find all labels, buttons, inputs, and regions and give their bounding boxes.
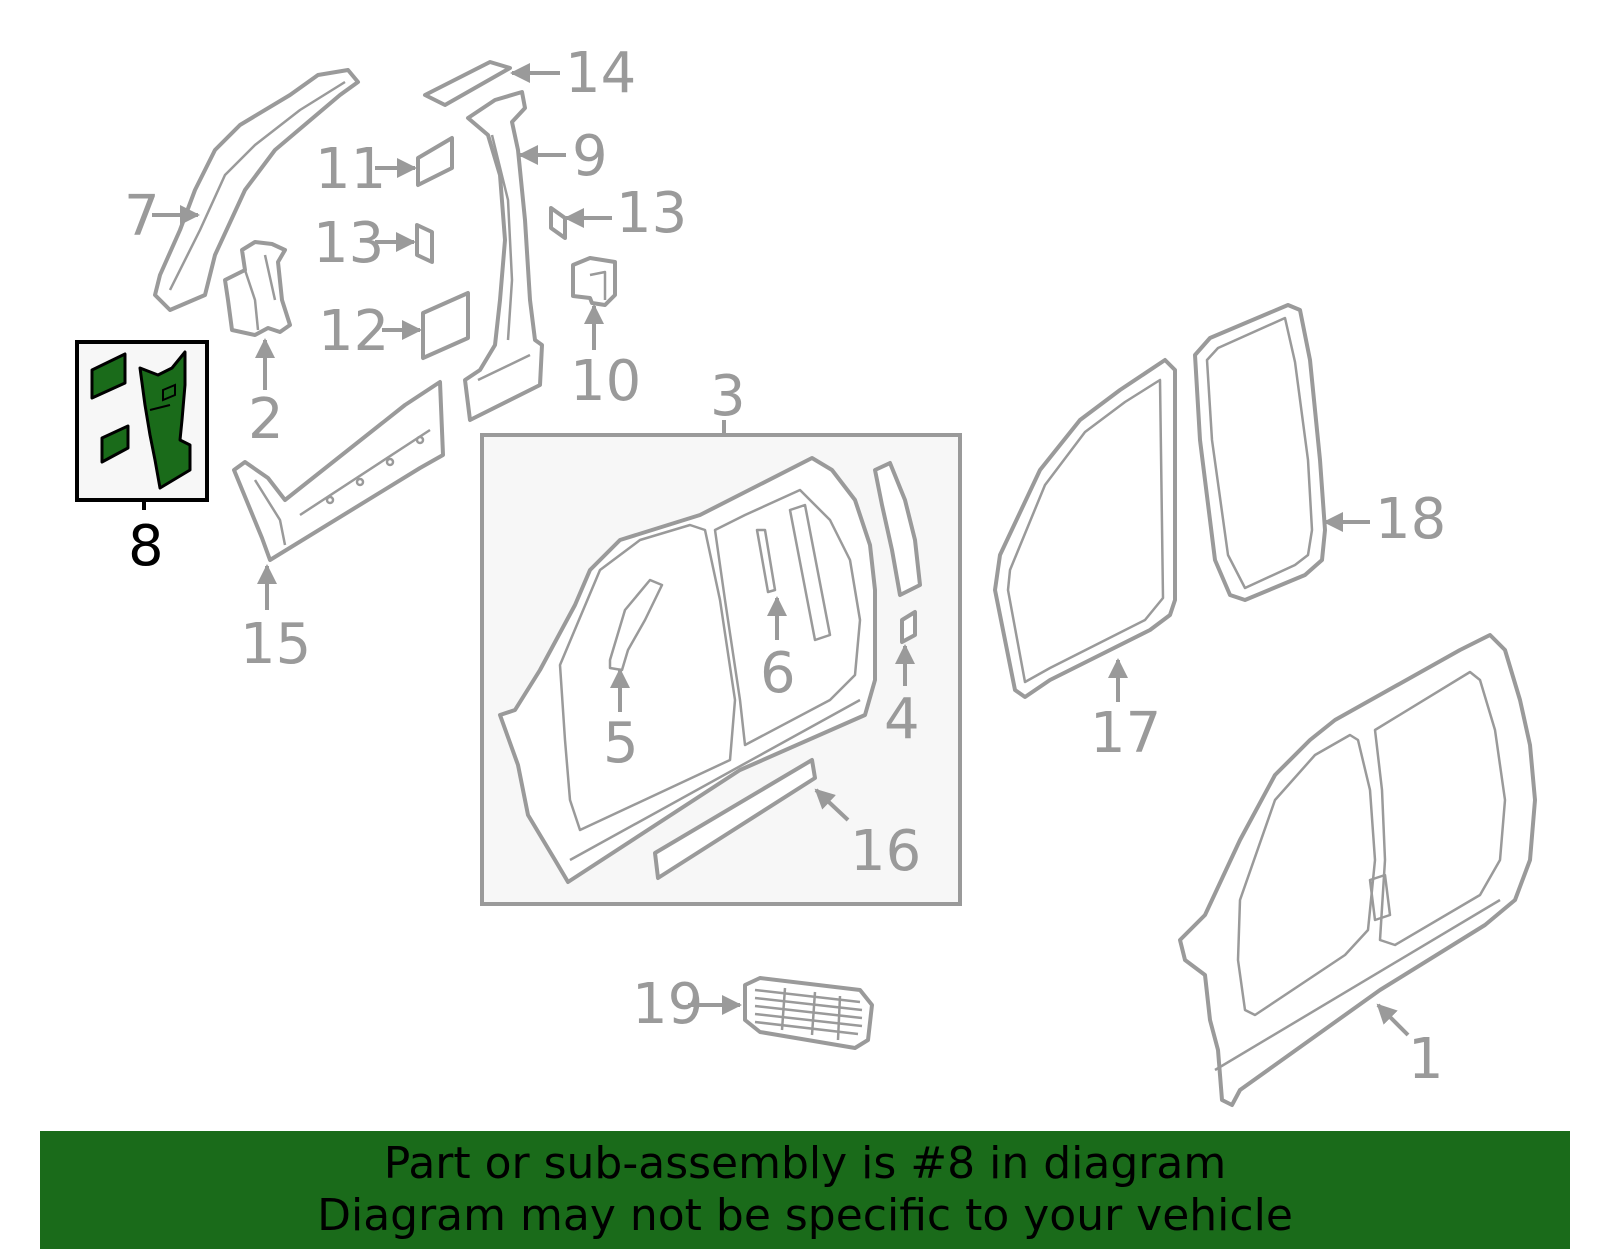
callout-2[interactable]: 2	[248, 387, 284, 452]
callout-18[interactable]: 18	[1375, 487, 1446, 552]
callout-4[interactable]: 4	[884, 687, 920, 752]
callout-10[interactable]: 10	[570, 349, 641, 414]
part-18-door-seal[interactable]	[1193, 303, 1327, 602]
banner-line-disclaimer: Diagram may not be specific to your vehi…	[317, 1190, 1293, 1241]
part-7-roof-rail[interactable]	[153, 68, 360, 312]
callout-6[interactable]: 6	[760, 641, 796, 706]
callout-1[interactable]: 1	[1408, 1027, 1444, 1092]
part-3-inner-panel	[498, 456, 877, 884]
part-8-reinforcement	[138, 350, 192, 490]
callout-7[interactable]: 7	[124, 184, 160, 249]
banner-line-selected-part: Part or sub-assembly is #8 in diagram	[383, 1138, 1227, 1189]
callout-5[interactable]: 5	[603, 711, 639, 776]
part-12-patch[interactable]	[421, 291, 470, 360]
callout-9[interactable]: 9	[572, 124, 608, 189]
part-19-vent-grille[interactable]	[743, 976, 874, 1050]
part-10-bracket[interactable]	[571, 256, 617, 307]
part-8-patch-upper	[90, 352, 127, 400]
callout-13-right[interactable]: 13	[616, 181, 687, 246]
callout-19[interactable]: 19	[632, 972, 703, 1037]
part-8-patch-lower	[100, 424, 130, 464]
part-13-patch-right[interactable]	[549, 206, 567, 240]
part-2-bracket[interactable]	[223, 240, 292, 337]
callout-17[interactable]: 17	[1090, 701, 1161, 766]
part-16-strip[interactable]	[653, 758, 817, 880]
part-8-selected-box[interactable]	[75, 340, 209, 502]
part-9-pillar[interactable]	[463, 90, 544, 422]
callout-16[interactable]: 16	[850, 819, 921, 884]
info-banner: Part or sub-assembly is #8 in diagram Di…	[40, 1131, 1570, 1249]
part-15-rocker[interactable]	[232, 380, 445, 562]
callout-8[interactable]: 8	[128, 514, 164, 579]
callout-11[interactable]: 11	[315, 137, 386, 202]
callout-15[interactable]: 15	[240, 612, 311, 677]
callout-13-left[interactable]: 13	[313, 211, 384, 276]
callout-14[interactable]: 14	[565, 41, 636, 106]
callout-3[interactable]: 3	[710, 364, 746, 429]
callout-12[interactable]: 12	[318, 299, 389, 364]
part-13-patch-left[interactable]	[415, 223, 434, 264]
part-17-door-seal[interactable]	[993, 358, 1177, 699]
callout-labels: 1 2 3 4 5 6 7 8 9 10 11 12 13 13 14 15 1…	[124, 41, 1446, 1092]
leader-lines	[142, 63, 1410, 1037]
part-1-body-side[interactable]	[1178, 633, 1537, 1107]
part-4-patch[interactable]	[873, 461, 922, 644]
part-11-patch[interactable]	[416, 136, 454, 187]
